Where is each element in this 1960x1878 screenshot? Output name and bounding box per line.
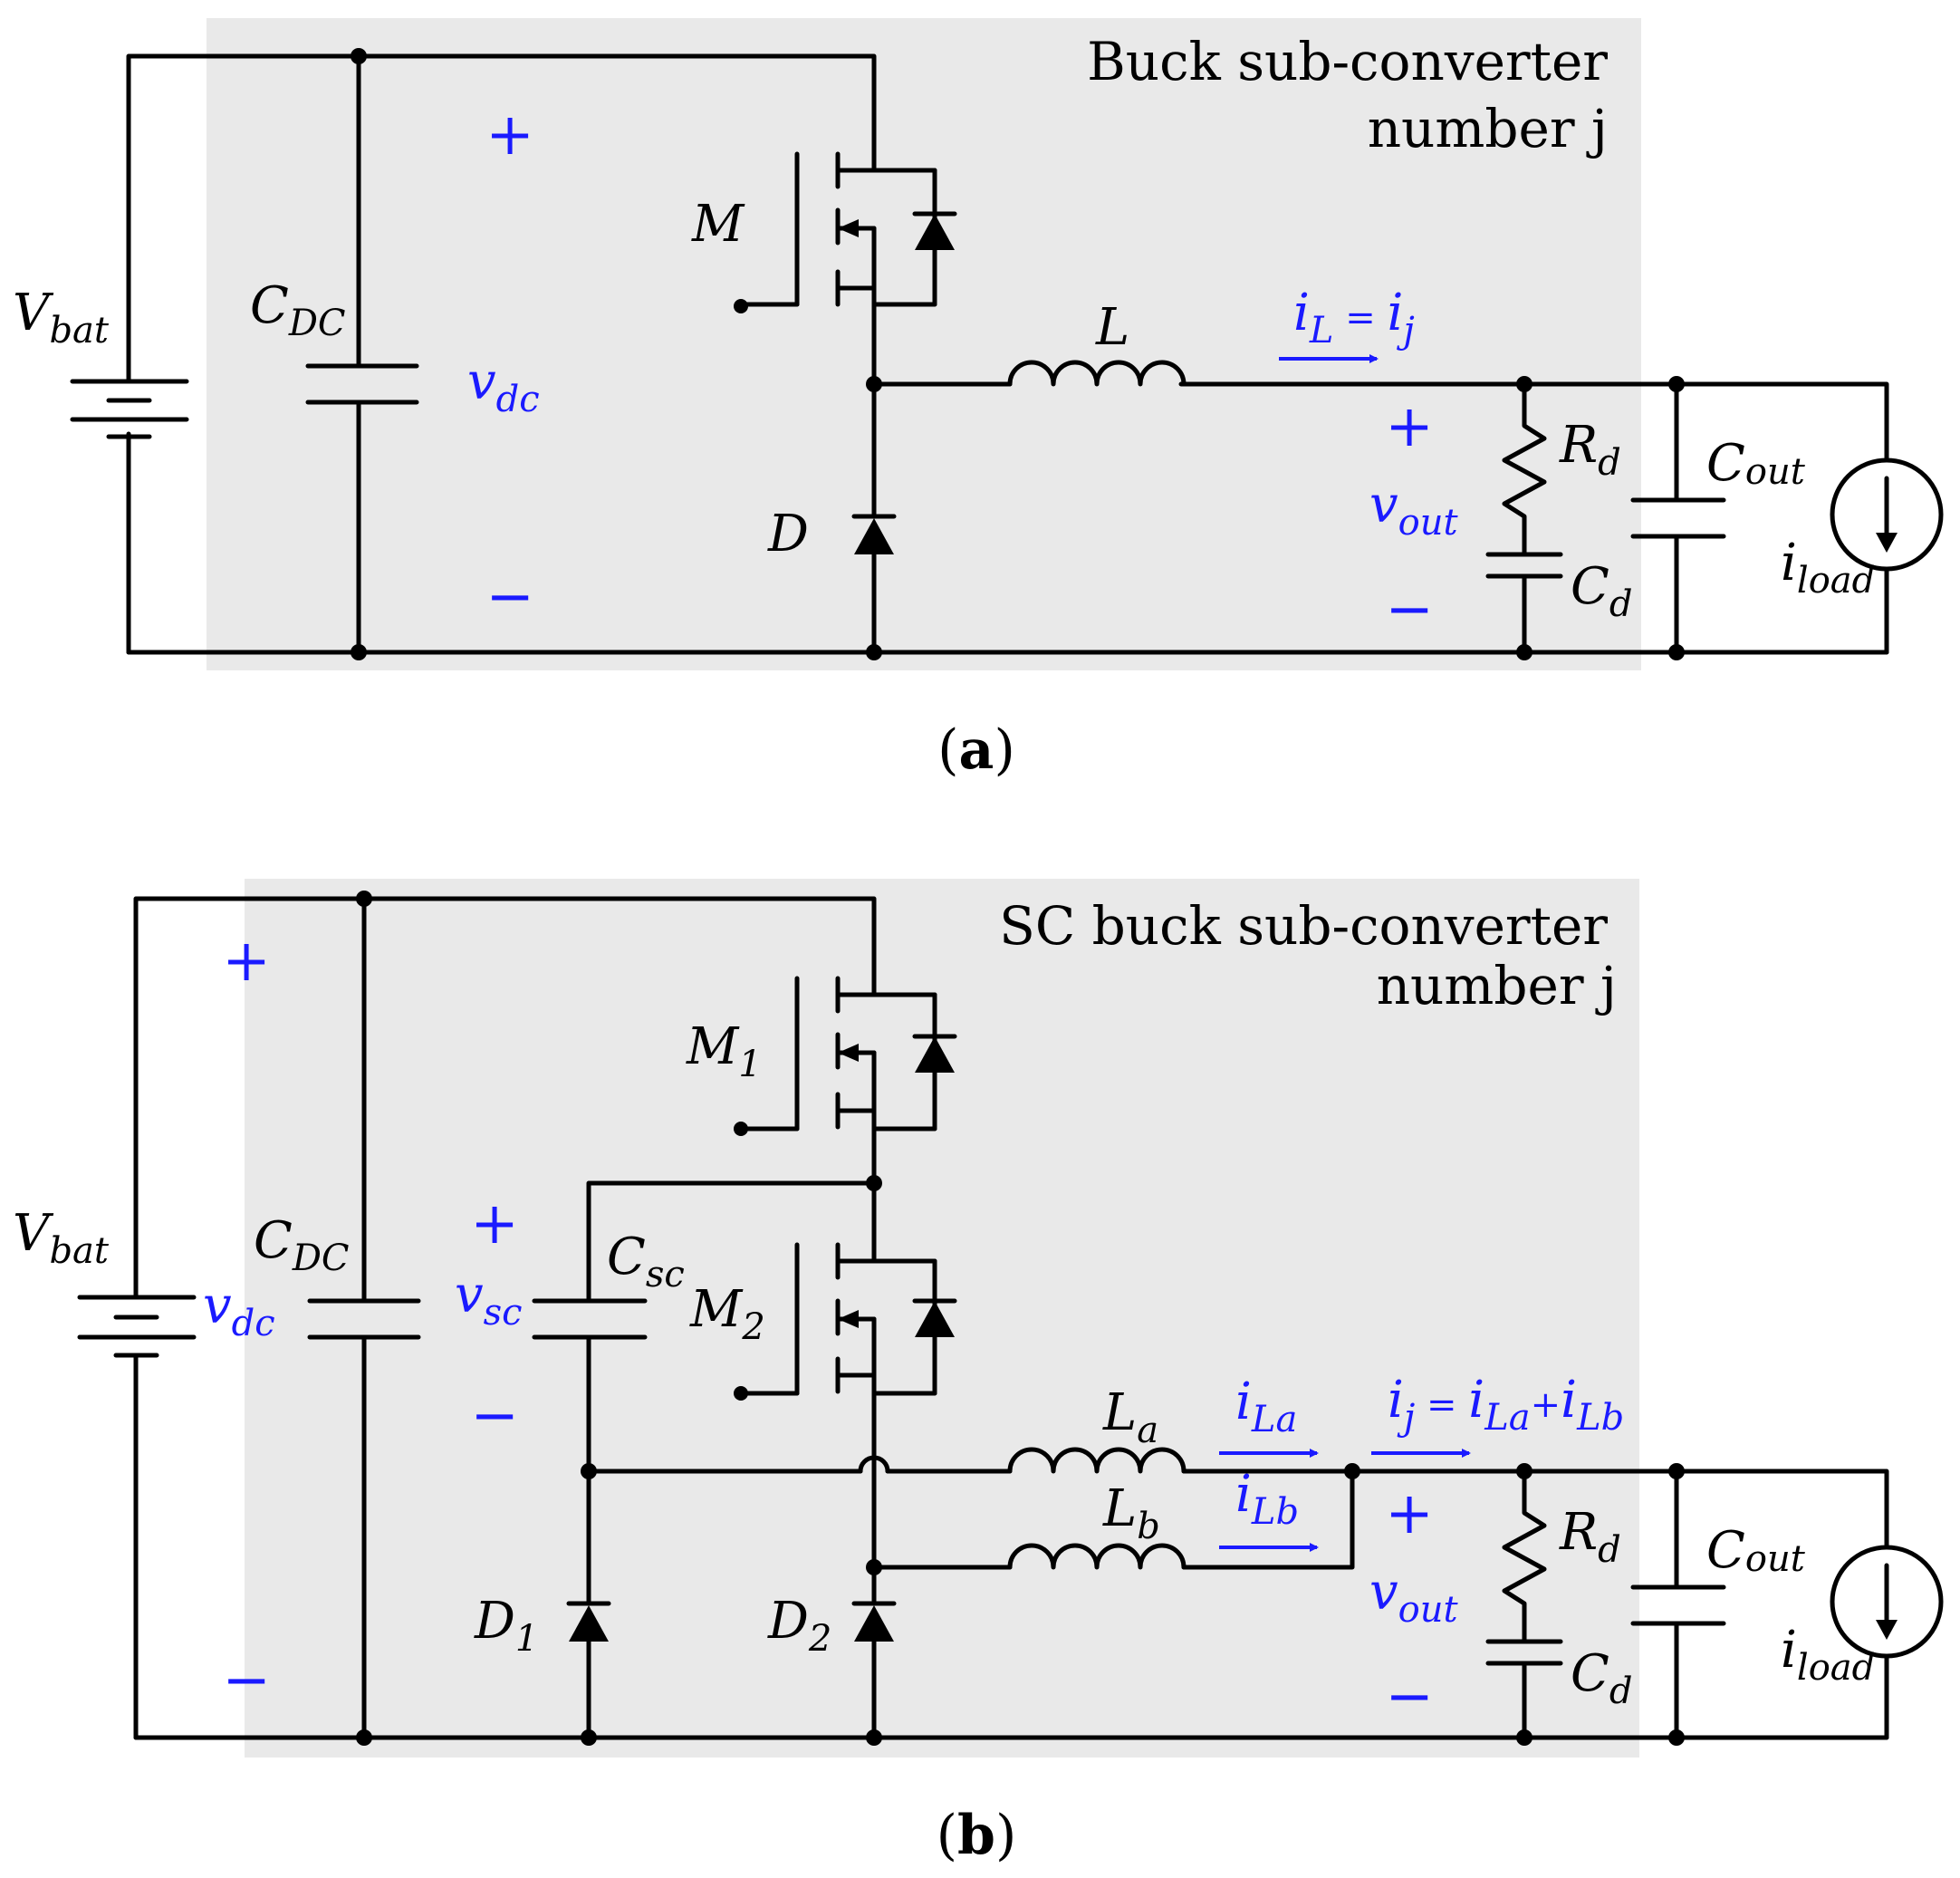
capacitor-cdc-a bbox=[305, 53, 419, 655]
label-v-dc-a: vdc bbox=[467, 352, 540, 420]
plus-vdc-b: + bbox=[222, 928, 271, 995]
panel-b: SC buck sub-converter number j Vbat vdc … bbox=[13, 879, 1944, 1867]
wire-la-b bbox=[586, 1447, 1355, 1474]
label-v-out-b: vout bbox=[1369, 1563, 1458, 1631]
panel-b-title-line2: number j bbox=[1377, 955, 1617, 1016]
junctions-b bbox=[356, 891, 1685, 1746]
label-c-dc-b: CDC bbox=[254, 1211, 350, 1279]
label-l-a-b: La bbox=[1102, 1383, 1158, 1451]
capacitor-csc-b bbox=[532, 1180, 877, 1474]
wire-a-top bbox=[126, 53, 877, 384]
battery-a bbox=[70, 379, 189, 448]
damping-branch-b bbox=[1485, 1469, 1563, 1740]
label-c-d-a: Cd bbox=[1571, 557, 1632, 625]
panel-a-title-line2: number j bbox=[1368, 98, 1608, 159]
mosfet-m-a bbox=[734, 151, 957, 387]
label-c-out-b: Cout bbox=[1706, 1521, 1806, 1580]
label-v-out-a: vout bbox=[1369, 476, 1458, 544]
label-d2-b: D2 bbox=[767, 1592, 831, 1660]
label-c-sc-b: Csc bbox=[607, 1228, 685, 1295]
panel-a-background bbox=[207, 18, 1641, 670]
capacitor-cout-b bbox=[1630, 1469, 1726, 1740]
label-l-b-b: Lb bbox=[1102, 1479, 1160, 1547]
inductor-l-a bbox=[871, 360, 1527, 387]
label-r-d-a: Rd bbox=[1559, 416, 1621, 484]
panel-b-title-line1: SC buck sub-converter bbox=[999, 895, 1608, 957]
label-c-d-b: Cd bbox=[1571, 1644, 1632, 1712]
panel-a-title-line1: Buck sub-converter bbox=[1087, 31, 1608, 92]
plus-vout-b: + bbox=[1385, 1480, 1434, 1547]
minus-vdc-b: − bbox=[222, 1647, 271, 1714]
mosfet-m2-b bbox=[734, 1180, 957, 1401]
caption-a: (a) bbox=[937, 718, 1015, 782]
panel-a: Buck sub-converter number j Vbat CDC vdc… bbox=[13, 18, 1944, 782]
label-d1-b: D1 bbox=[474, 1592, 538, 1660]
minus-vdc-a: − bbox=[485, 563, 534, 631]
mosfet-m1-b bbox=[734, 976, 957, 1186]
current-source-a bbox=[1830, 457, 1944, 572]
damping-branch-a bbox=[1485, 381, 1563, 655]
label-v-dc-b: vdc bbox=[203, 1276, 275, 1344]
label-i-load-a: iload bbox=[1781, 534, 1875, 602]
label-i-l-a: iL = ij bbox=[1293, 284, 1415, 352]
capacitor-cout-a bbox=[1630, 381, 1726, 655]
minus-vsc-b: − bbox=[470, 1382, 519, 1449]
label-c-out-a: Cout bbox=[1706, 434, 1806, 493]
plus-vout-a: + bbox=[1385, 393, 1434, 460]
label-d-a: D bbox=[767, 505, 809, 563]
plus-vsc-b: + bbox=[470, 1190, 519, 1257]
diode-d1-b bbox=[566, 1469, 611, 1740]
junctions-a bbox=[351, 48, 1685, 660]
label-m2-b: M2 bbox=[689, 1280, 765, 1348]
label-m1-b: M1 bbox=[686, 1017, 762, 1085]
battery-b bbox=[77, 1295, 197, 1358]
current-source-b bbox=[1830, 1545, 1944, 1659]
label-r-d-b: Rd bbox=[1559, 1503, 1621, 1571]
label-v-bat-b: Vbat bbox=[13, 1204, 110, 1272]
wire-b-top bbox=[133, 896, 877, 1298]
plus-vdc-a: + bbox=[485, 101, 534, 169]
caption-b: (b) bbox=[937, 1804, 1017, 1867]
label-v-sc-b: vsc bbox=[455, 1266, 523, 1334]
minus-vout-b: − bbox=[1385, 1663, 1434, 1730]
wire-lb-b bbox=[871, 1469, 1355, 1570]
label-v-bat-a: Vbat bbox=[13, 284, 110, 352]
label-i-lb-b: iLb bbox=[1235, 1465, 1299, 1533]
capacitor-cdc-b bbox=[307, 896, 421, 1740]
minus-vout-a: − bbox=[1385, 576, 1434, 643]
label-i-j-b: ij = iLa+iLb bbox=[1388, 1371, 1624, 1439]
label-i-load-b: iload bbox=[1781, 1621, 1875, 1689]
label-c-dc-a: CDC bbox=[250, 276, 346, 344]
label-m-a: M bbox=[691, 195, 745, 254]
label-i-la-b: iLa bbox=[1235, 1372, 1297, 1440]
diode-d-a bbox=[851, 381, 897, 655]
label-l-a: L bbox=[1095, 298, 1129, 357]
